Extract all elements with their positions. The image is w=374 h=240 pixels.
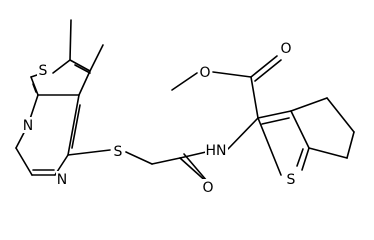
- bond: [69, 59, 91, 72]
- bond: [67, 149, 111, 156]
- bond: [250, 76, 259, 119]
- bond: [32, 83, 37, 93]
- bond: [257, 117, 282, 176]
- atom-oxygen-carbonyl: O: [280, 41, 291, 57]
- atom-sulfur-thioether: S: [114, 144, 123, 160]
- bond: [346, 131, 355, 159]
- atom-sulfur-thieno: S: [39, 63, 48, 79]
- atom-labels: S N N S O HN O O S: [22, 40, 297, 196]
- bonds: [15, 19, 355, 185]
- atom-nitrogen-upper: N: [23, 118, 33, 134]
- bond: [308, 147, 348, 159]
- bond: [290, 110, 310, 149]
- bond: [212, 71, 252, 78]
- bond: [89, 44, 104, 72]
- chemical-structure: S N N S O HN O O S: [15, 19, 355, 196]
- bond: [15, 147, 33, 176]
- bond: [257, 110, 292, 119]
- atom-oxygen-amide: O: [202, 180, 213, 196]
- atom-sulfur-thiophene: S: [287, 172, 296, 188]
- bond: [67, 94, 80, 156]
- bond: [74, 64, 91, 74]
- bond: [261, 117, 290, 125]
- bond: [254, 59, 282, 82]
- bond: [183, 153, 208, 182]
- atom-oxygen-ester: O: [199, 65, 210, 81]
- bond: [69, 19, 72, 61]
- bond: [71, 104, 81, 149]
- bond: [250, 55, 278, 78]
- bond: [52, 59, 71, 74]
- bond: [171, 72, 198, 91]
- bond: [179, 151, 207, 159]
- bond: [301, 147, 310, 171]
- bond: [290, 97, 328, 112]
- bond: [151, 157, 181, 165]
- atom-nitrogen-lower: N: [57, 172, 67, 188]
- bond: [326, 97, 355, 133]
- bond: [296, 148, 304, 167]
- bond: [125, 151, 153, 165]
- bond: [227, 117, 259, 150]
- atom-amide-nitrogen: HN: [206, 143, 227, 159]
- bond: [78, 70, 91, 96]
